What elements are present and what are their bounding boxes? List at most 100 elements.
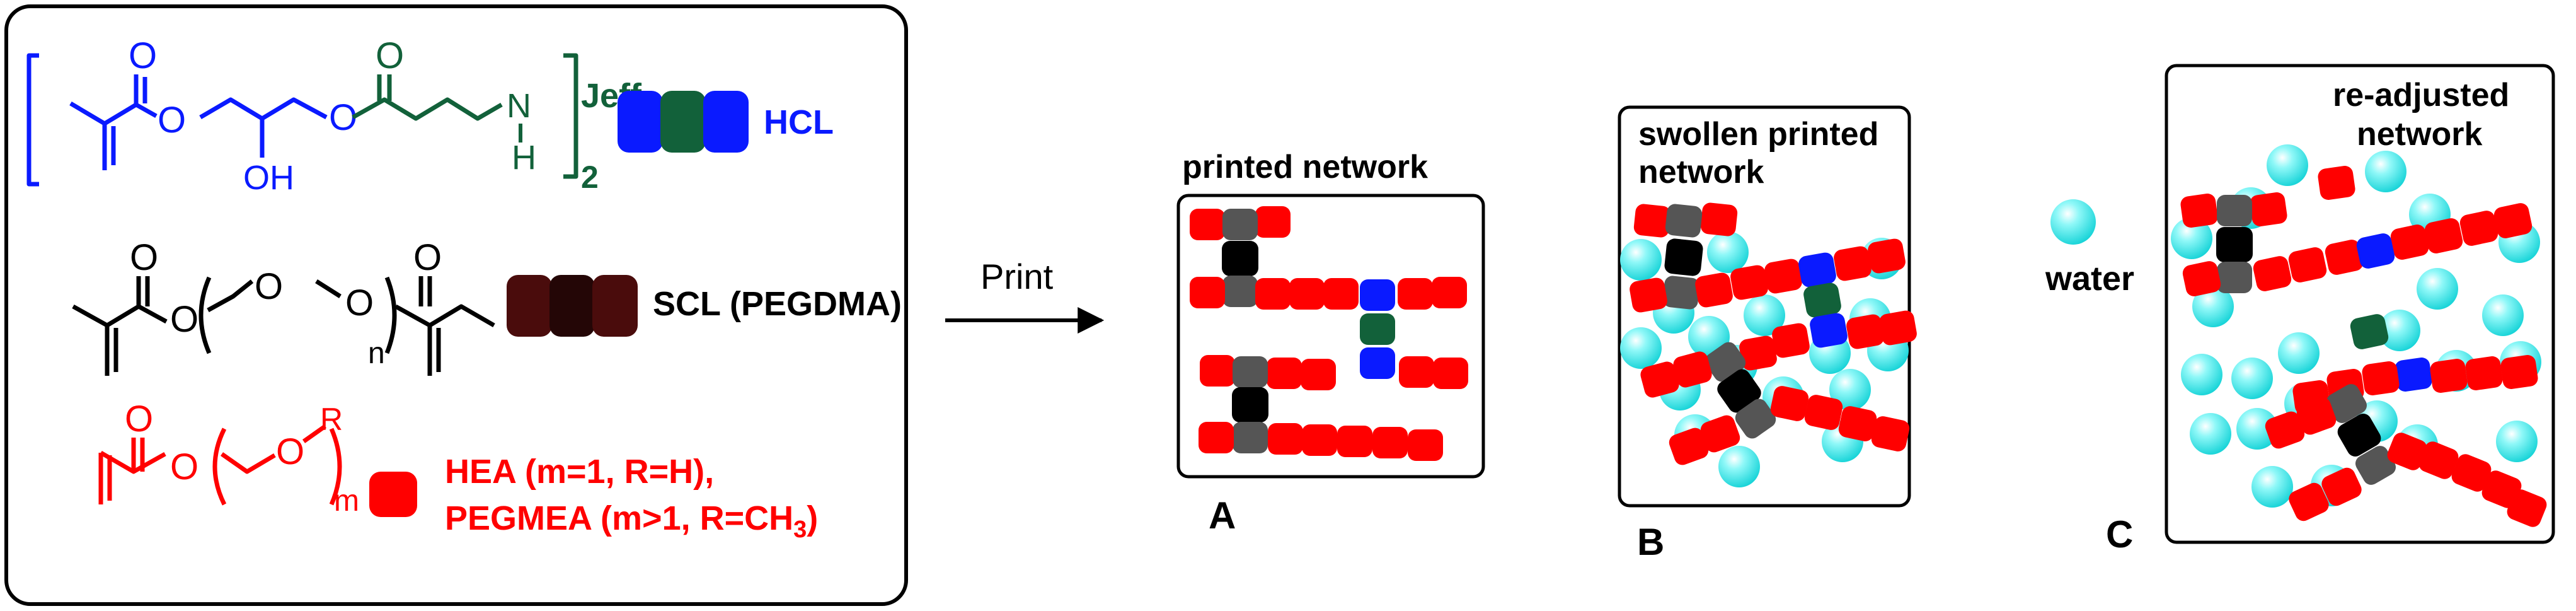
monomer-block: [1669, 428, 1709, 465]
monomer-block: [1398, 278, 1433, 310]
scl-ether-o: O: [255, 266, 283, 307]
monomer-block: [2362, 361, 2400, 395]
monomer-block: [1838, 406, 1877, 441]
monomer-block: [1630, 277, 1667, 313]
scl-carbonyl-o-1: O: [130, 237, 158, 278]
monomer-block: [1337, 426, 1372, 457]
monomer-block: [1190, 209, 1225, 240]
monomer-block: [1255, 206, 1291, 238]
water-sphere: [2417, 268, 2458, 310]
print-arrow: Print: [945, 257, 1105, 334]
panel-c: re-adjusted network C: [2106, 64, 2555, 556]
monomer-block: [1302, 424, 1337, 456]
scl-ester-o-1: O: [170, 299, 198, 340]
scl-end-block: [2355, 446, 2396, 485]
monomer-block: [2182, 261, 2221, 296]
panel-c-title-line-1: re-adjusted: [2333, 77, 2509, 113]
monomer-block: [1432, 277, 1467, 308]
print-label: Print: [980, 257, 1054, 296]
monomer-block: [2459, 211, 2498, 246]
water-sphere: [2236, 408, 2278, 450]
monomer-block: [1268, 423, 1303, 455]
monomer-block: [1695, 272, 1733, 308]
hcl-label: HCL: [764, 103, 834, 141]
water-sphere: [1620, 239, 1662, 281]
monomer-block: [2288, 247, 2327, 282]
panel-b: swollen printed network B: [1618, 105, 1917, 563]
panel-a-title: printed network: [1182, 149, 1428, 185]
water-sphere: [2267, 144, 2308, 186]
monomer-block: [1190, 277, 1225, 308]
scl-core-block: [1717, 369, 1761, 413]
water-sphere: [2181, 354, 2222, 395]
scl-end-block: [1233, 422, 1268, 453]
water-legend-sphere: [2050, 199, 2096, 245]
hcl-ester-o-1: O: [158, 100, 186, 141]
panel-c-letter: C: [2106, 513, 2133, 556]
hcl-core-block: [1360, 313, 1395, 345]
water-label: water: [2045, 260, 2134, 298]
monomer-block: [1323, 278, 1359, 310]
hcl-end-block: [1360, 347, 1395, 379]
monomer-label-line-1: HEA (m=1, R=H),: [445, 453, 714, 491]
scl-core-block: [2337, 414, 2381, 457]
monomer-structure: [98, 424, 342, 506]
monomer-r-group: R: [320, 402, 343, 437]
scl-block-1: [507, 275, 552, 337]
monomer-block: [2253, 256, 2292, 291]
monomer-block: [1408, 429, 1443, 461]
monomer-ester-o: O: [170, 446, 198, 487]
scl-end-block: [1665, 204, 1703, 238]
scl-core-block: [2216, 227, 2253, 262]
scl-structure: [72, 276, 495, 376]
hcl-end-block: [2356, 233, 2395, 269]
monomer-block: [2507, 489, 2547, 527]
monomer-block: [1739, 335, 1777, 371]
hcl-core-block: [2350, 314, 2389, 349]
scl-block-symbol: [507, 275, 638, 337]
monomer-block: [1267, 358, 1302, 389]
scl-end-block: [1222, 276, 1258, 307]
panel-b-letter: B: [1637, 521, 1664, 563]
monomer-block: [1289, 278, 1325, 310]
monomer-block: [1700, 415, 1740, 453]
scl-block-2: [549, 275, 595, 337]
scl-core-block: [1664, 238, 1703, 276]
monomer-block: [2318, 166, 2355, 200]
water-sphere: [2251, 466, 2293, 508]
hcl-end-block: [1798, 252, 1836, 288]
water-sphere: [2379, 310, 2420, 351]
monomer-block: [1255, 278, 1291, 310]
monomer-block: [1673, 351, 1712, 388]
legend-box: O O OH O O N H Jeff 2 HCL: [4, 4, 908, 606]
monomer-block: [1200, 355, 1235, 387]
scl-end-block: [1705, 342, 1746, 382]
monomer-block: [2180, 194, 2218, 228]
scl-ester-o-2: O: [345, 282, 374, 323]
monomer-block: [2289, 482, 2329, 521]
monomer-block: [1730, 265, 1768, 300]
hcl-end-block: [1810, 313, 1848, 348]
monomer-block: [2250, 192, 2287, 226]
scl-end-block: [2217, 262, 2252, 293]
monomer-block: [2465, 356, 2503, 390]
scl-core-block: [1232, 387, 1268, 422]
monomer-block: [1834, 246, 1872, 281]
hcl-amine-h: H: [512, 139, 536, 177]
scl-end-block: [1735, 399, 1776, 439]
monomer-block: [2321, 467, 2362, 506]
scl-carbonyl-o-2: O: [413, 237, 442, 278]
monomer-block: [1640, 361, 1679, 398]
scl-block-3: [592, 275, 638, 337]
monomer-repeat-m: m: [334, 484, 359, 518]
hcl-hydroxyl: OH: [243, 159, 294, 197]
hcl-block-symbol: [618, 91, 749, 153]
panel-c-title-line-2: network: [2357, 116, 2482, 153]
scl-end-block: [1233, 356, 1268, 388]
scl-end-block: [2326, 384, 2367, 423]
monomer-block: [2500, 355, 2538, 389]
hcl-amine-n: N: [507, 87, 531, 125]
monomer-block: [2430, 359, 2468, 393]
monomer-carbonyl-o: O: [125, 399, 153, 439]
panel-a-network: [1190, 206, 1468, 461]
